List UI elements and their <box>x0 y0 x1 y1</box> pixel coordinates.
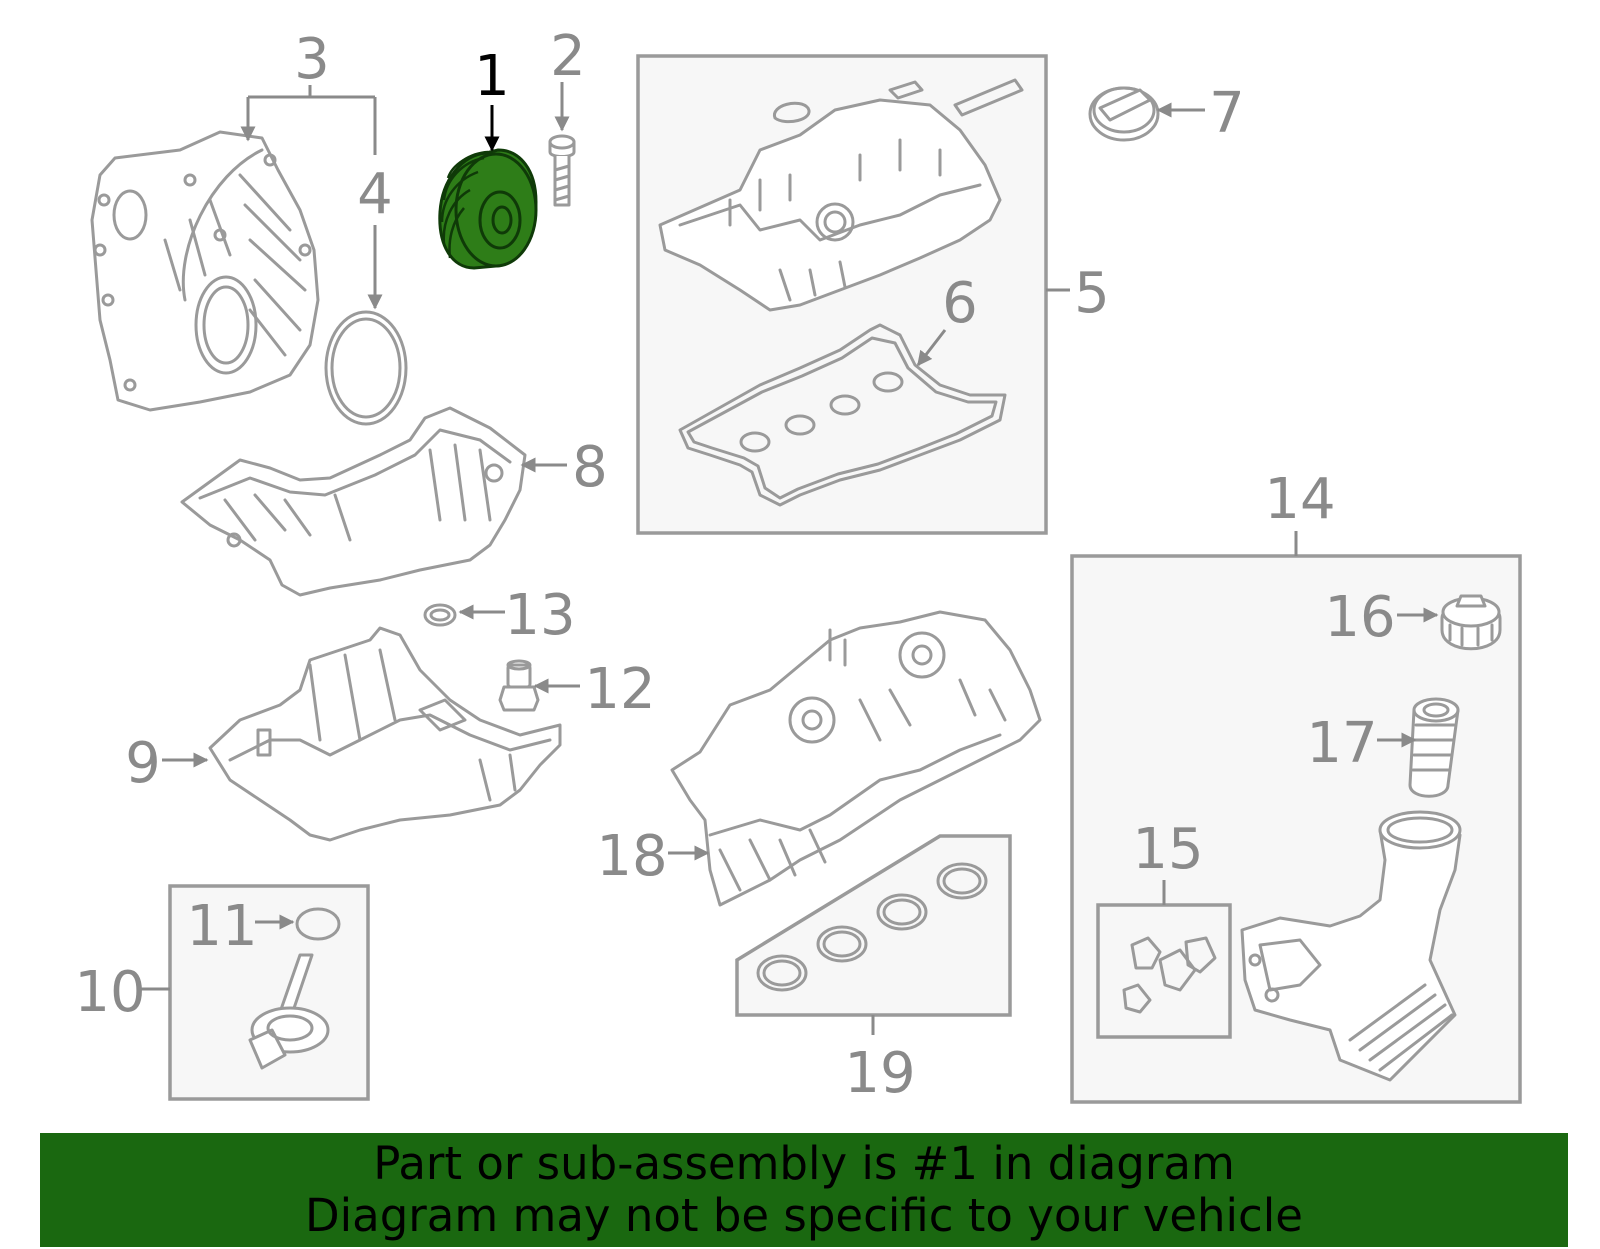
info-banner: Part or sub-assembly is #1 in diagram Di… <box>40 1133 1568 1247</box>
callout-5: 5 <box>1074 261 1110 326</box>
callout-11: 11 <box>186 894 257 959</box>
oil-level-sensor-part[interactable] <box>248 953 330 1070</box>
callout-10: 10 <box>74 960 145 1025</box>
banner-line-1: Part or sub-assembly is #1 in diagram <box>373 1137 1235 1190</box>
callout-6: 6 <box>942 271 978 336</box>
callout-13: 13 <box>504 583 575 648</box>
callout-14: 14 <box>1264 467 1335 532</box>
callout-17: 17 <box>1306 711 1377 776</box>
callout-7: 7 <box>1209 81 1245 146</box>
front-seal-part[interactable] <box>324 310 408 426</box>
callout-19: 19 <box>844 1041 915 1106</box>
harmonic-balancer-part[interactable] <box>438 148 538 270</box>
gasket-kit-box <box>1096 903 1232 1039</box>
upper-oil-pan-part[interactable] <box>180 406 527 597</box>
oil-filter-housing-part[interactable] <box>1240 810 1462 1082</box>
valve-cover-part[interactable] <box>658 78 1024 312</box>
callout-16: 16 <box>1324 585 1395 650</box>
callout-1: 1 <box>474 44 510 109</box>
oil-filler-cap-part[interactable] <box>1088 86 1160 142</box>
valve-cover-gasket-part[interactable] <box>678 323 1007 507</box>
bolt-part[interactable] <box>548 134 576 207</box>
intake-manifold-part[interactable] <box>670 610 1042 907</box>
callout-9: 9 <box>125 731 161 796</box>
banner-line-2: Diagram may not be specific to your vehi… <box>305 1189 1303 1242</box>
callout-15: 15 <box>1132 817 1203 882</box>
callout-3: 3 <box>294 27 330 92</box>
timing-cover-part[interactable] <box>90 130 320 412</box>
callout-12: 12 <box>584 657 655 722</box>
leader-6 <box>916 329 947 367</box>
oil-filter-element-part[interactable] <box>1408 697 1460 798</box>
lower-oil-pan-part[interactable] <box>208 626 562 842</box>
oil-filter-cap-part[interactable] <box>1440 594 1502 651</box>
drain-plug-part[interactable] <box>498 659 540 712</box>
intake-manifold-gaskets-part[interactable] <box>756 862 988 992</box>
callout-4: 4 <box>357 162 393 227</box>
callout-2: 2 <box>550 24 586 89</box>
callout-18: 18 <box>596 824 667 889</box>
leader-3 <box>248 85 375 140</box>
callout-8: 8 <box>572 435 608 500</box>
sensor-o-ring-part[interactable] <box>295 907 341 941</box>
drain-plug-washer-part[interactable] <box>423 603 457 627</box>
housing-gasket-kit-part[interactable] <box>1122 936 1217 1014</box>
